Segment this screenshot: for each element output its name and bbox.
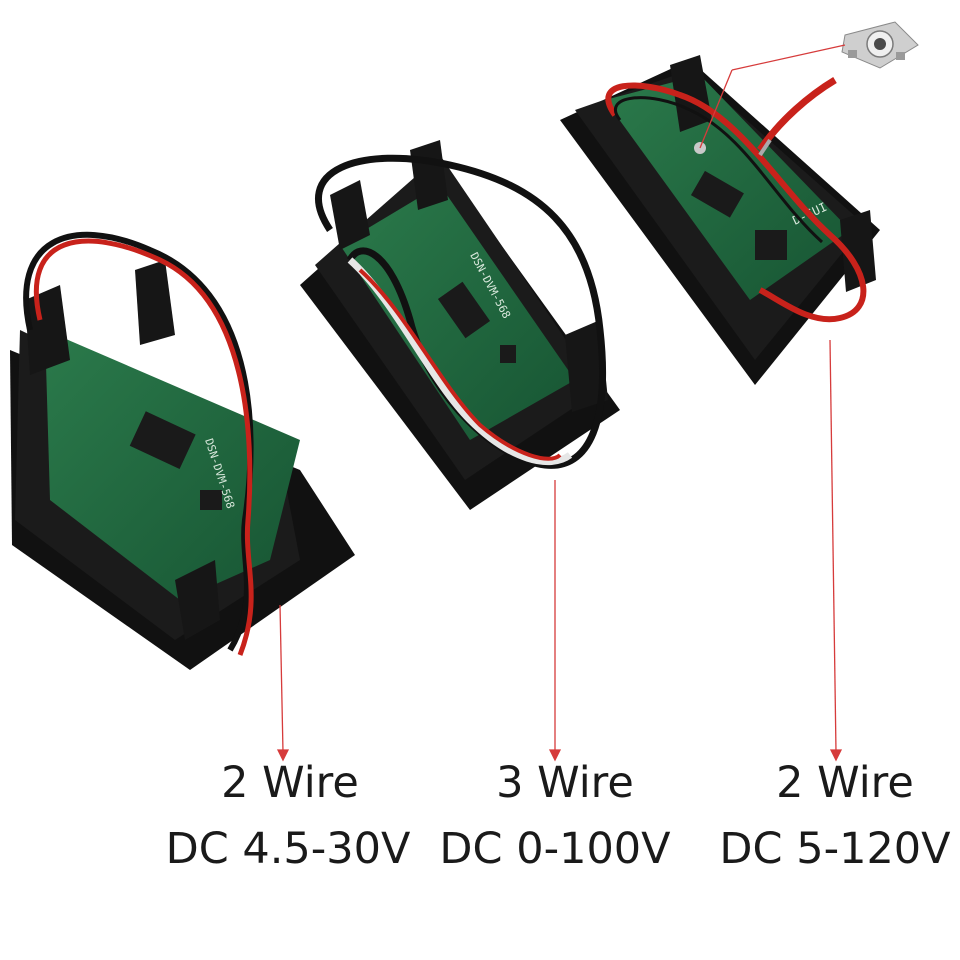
wire-black (613, 96, 824, 244)
transistor (500, 345, 516, 363)
pointer-line-left (279, 604, 284, 753)
wire-count-label-right: 2 Wire (776, 758, 914, 808)
wire-count-label-left: 2 Wire (221, 758, 359, 808)
ic-chip (437, 281, 491, 339)
voltage-range-label-right: DC 5-120V (719, 824, 951, 874)
wire-black (23, 231, 254, 652)
wire-white (347, 257, 573, 465)
wire-count-label-middle: 3 Wire (496, 758, 634, 808)
wire-red (33, 238, 254, 656)
voltmeter-module-middle: DSN-DVM-568 (300, 140, 620, 510)
inductor (755, 230, 787, 260)
voltage-range-label-middle: DC 0-100V (439, 824, 671, 874)
pointer-line-right (829, 339, 837, 753)
ic-chip (690, 170, 744, 218)
pointer-line-potentiometer (731, 44, 846, 71)
voltage-range-label-left: DC 4.5-30V (165, 824, 411, 874)
potentiometer-detail (841, 21, 919, 69)
transistor (200, 490, 222, 510)
wire-red (358, 268, 562, 461)
ic-chip (129, 411, 196, 469)
leader-lines (276, 44, 846, 762)
wire-black (315, 154, 606, 469)
voltmeter-module-right: D-SUI (560, 55, 880, 385)
voltmeter-module-left: DSN-DVM-568 (10, 231, 355, 670)
wire-red (605, 82, 867, 323)
